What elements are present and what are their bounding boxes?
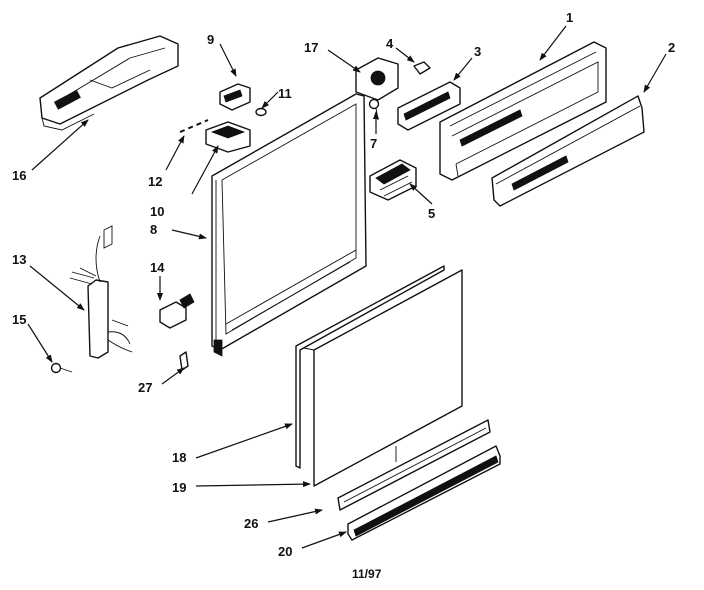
part-7-screw xyxy=(368,98,380,121)
part-12-pin xyxy=(179,119,209,133)
label-15: 15 xyxy=(12,312,26,327)
label-8: 8 xyxy=(150,222,157,237)
part-19-door-panel-front xyxy=(303,269,463,487)
part-20-bottom-strip xyxy=(347,445,501,541)
label-2: 2 xyxy=(668,40,675,55)
label-17: 17 xyxy=(304,40,318,55)
part-14-switch xyxy=(159,293,195,329)
label-10: 10 xyxy=(150,204,164,219)
part-26-trim-strip xyxy=(337,419,491,511)
part-10-latch xyxy=(205,121,251,153)
part-16-console-housing xyxy=(39,35,179,131)
label-1: 1 xyxy=(566,10,573,25)
part-5-connector xyxy=(369,159,417,201)
part-2-trim xyxy=(491,95,645,207)
label-3: 3 xyxy=(474,44,481,59)
label-13: 13 xyxy=(12,252,26,267)
part-3-control-module xyxy=(397,81,461,131)
label-11: 11 xyxy=(278,86,292,101)
label-14: 14 xyxy=(150,260,165,275)
part-18-door-panel xyxy=(295,265,445,469)
label-16: 16 xyxy=(12,168,26,183)
part-4-clip xyxy=(413,61,431,75)
part-1-control-panel xyxy=(439,41,607,181)
label-26: 26 xyxy=(244,516,258,531)
leader-lines xyxy=(27,25,667,549)
label-12: 12 xyxy=(148,174,162,189)
part-11-fastener xyxy=(255,107,267,117)
label-9: 9 xyxy=(207,32,214,47)
label-20: 20 xyxy=(278,544,292,559)
part-13-wire-harness xyxy=(69,225,133,359)
part-9-bracket xyxy=(219,83,251,111)
label-18: 18 xyxy=(172,450,186,465)
label-5: 5 xyxy=(428,206,435,221)
label-19: 19 xyxy=(172,480,186,495)
part-27-spring xyxy=(179,351,189,371)
label-4: 4 xyxy=(386,36,394,51)
label-7: 7 xyxy=(370,136,377,151)
part-8-door-frame xyxy=(211,93,367,357)
part-15-screw xyxy=(50,362,73,374)
label-27: 27 xyxy=(138,380,152,395)
part-17-hinge xyxy=(355,57,399,101)
footer-date: 11/97 xyxy=(352,567,382,581)
